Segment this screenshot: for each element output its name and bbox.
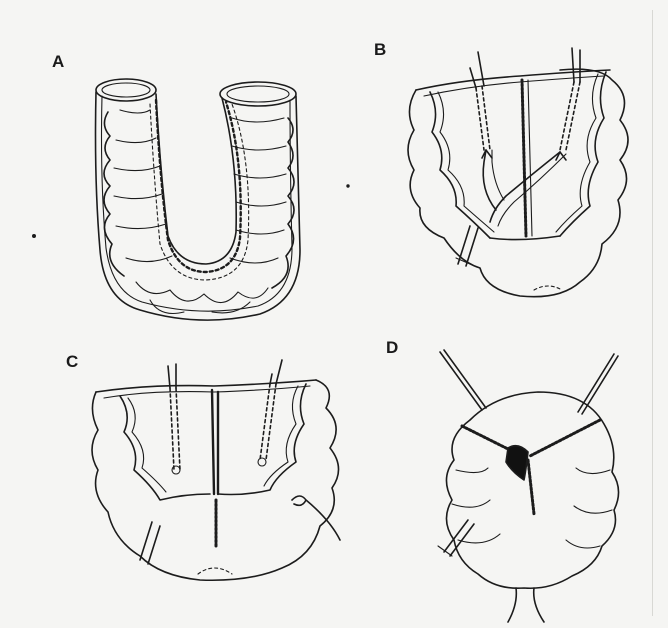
- pouch-c-right-ureter: [270, 360, 282, 384]
- right-haustra-folds: [230, 118, 286, 263]
- scan-speck-2: [347, 185, 349, 187]
- pouch-b-top-edge-inner: [424, 76, 604, 96]
- pouch-b-left-cut: [430, 92, 490, 238]
- pouch-d-left-ureter: [440, 350, 486, 410]
- pouch-c-left-tip: [172, 466, 180, 474]
- right-limb-opening-inner: [227, 86, 289, 102]
- pouch-b-left-stent-2: [492, 150, 504, 200]
- pouch-d-right-ureter: [578, 354, 618, 414]
- pouch-c-stoma-mark: [198, 568, 232, 574]
- pouch-c-left-cut-inner: [128, 398, 166, 492]
- pouch-b-right-cut-inner: [556, 74, 598, 232]
- pouch-b-left-tunnel-2: [482, 86, 490, 150]
- pouch-c-left-tunnel: [170, 388, 180, 470]
- panel-d-closed-pouch: [438, 350, 619, 622]
- panel-b-opened-pouch: [408, 48, 628, 297]
- pouch-c-right-cut-inner: [264, 386, 298, 486]
- pouch-c-drain-tube: [140, 522, 160, 564]
- pouch-b-stoma-mark: [534, 286, 562, 290]
- pouch-c-outline: [92, 380, 339, 580]
- pouch-d-drain-cap: [438, 546, 452, 556]
- pouch-d-outlet: [508, 588, 544, 622]
- scan-speck: [33, 235, 35, 237]
- pouch-b-right-cut: [560, 72, 606, 236]
- pouch-b-right-tunnel: [560, 82, 574, 150]
- panel-a-u-loop: [96, 79, 301, 320]
- pouch-b-central-suture-edge: [528, 80, 532, 236]
- pouch-b-right-ureter-top: [572, 48, 580, 82]
- pouch-d-drain-tube: [444, 520, 474, 556]
- pouch-b-outline: [408, 69, 628, 297]
- pouch-b-left-stent: [483, 150, 496, 210]
- pouch-c-side-tube: [292, 496, 340, 540]
- pouch-c-right-tip: [258, 458, 266, 466]
- pouch-c-central-suture: [212, 390, 214, 494]
- pouch-b-top-edge: [416, 70, 610, 90]
- pouch-c-left-cut: [120, 396, 210, 500]
- pouch-b-left-tip: [482, 150, 492, 158]
- pouch-c-right-tunnel: [260, 384, 276, 460]
- panel-c-closing-pouch: [92, 360, 340, 580]
- pouch-d-right-suture: [530, 420, 600, 456]
- left-limb-opening: [96, 79, 156, 101]
- pouch-d-closure-wedge: [506, 446, 528, 480]
- left-limb-opening-inner: [102, 83, 150, 97]
- bottom-haustra: [136, 282, 268, 303]
- pouch-c-top-edge: [96, 380, 316, 392]
- pouch-d-vertical-suture: [528, 460, 534, 514]
- pouch-d-right-folds: [566, 468, 612, 548]
- pouch-b-central-suture: [522, 80, 526, 236]
- pouch-b-left-ureter-top: [470, 52, 484, 88]
- pouch-b-right-tunnel-2: [566, 82, 580, 150]
- pouch-b-left-tunnel: [476, 88, 484, 150]
- pouch-c-left-ureter: [168, 364, 176, 388]
